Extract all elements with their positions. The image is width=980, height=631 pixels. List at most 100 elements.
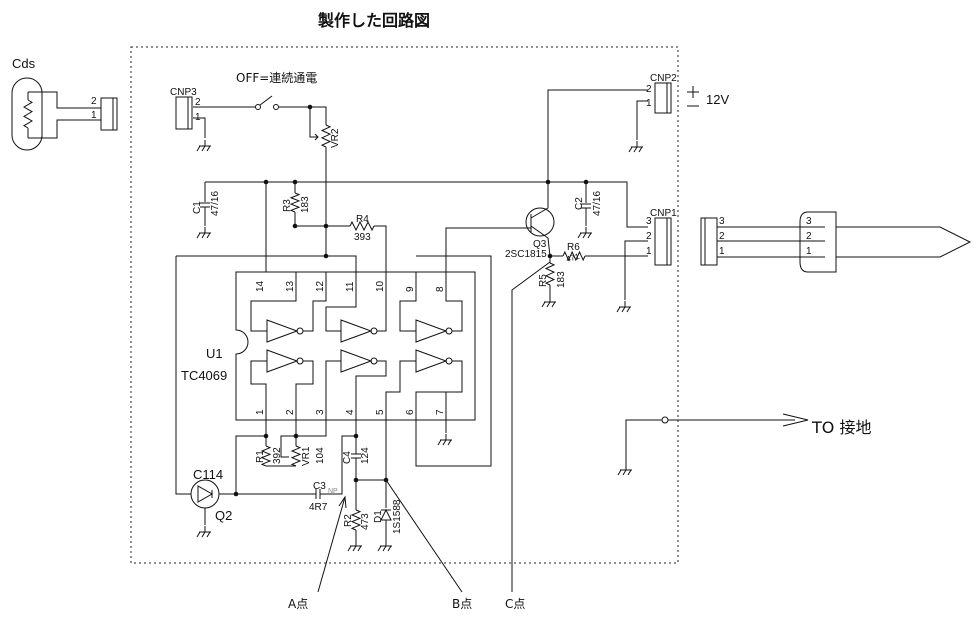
ic-pin-number: 2 — [285, 409, 296, 415]
connector-icon — [654, 217, 672, 266]
r6-label: R6 — [567, 242, 580, 253]
wire — [636, 100, 648, 140]
ic-pin-number: 1 — [255, 409, 266, 415]
cds-sensor-icon — [11, 77, 43, 151]
arrow-icon — [338, 495, 347, 509]
u1-part: TC4069 — [181, 368, 227, 383]
ic-pin-number: 5 — [375, 409, 386, 415]
wire — [530, 89, 648, 219]
wire — [415, 360, 463, 420]
ground-icon — [387, 545, 392, 552]
vr1-value: 104 — [315, 447, 326, 464]
switch-icon — [255, 104, 261, 110]
ground-icon — [617, 469, 622, 476]
ground-icon — [447, 439, 452, 446]
pin-label: 1 — [91, 110, 97, 121]
q2-label: Q2 — [215, 508, 232, 523]
wire — [28, 119, 101, 139]
ground-icon — [628, 146, 633, 153]
ground-icon — [442, 439, 447, 446]
ic-pin-number: 9 — [405, 286, 416, 292]
wire — [280, 420, 327, 458]
wire — [309, 107, 318, 138]
arrow-icon — [782, 413, 809, 427]
resistor-symbol — [23, 99, 33, 129]
vr1-label: VR1 — [301, 446, 312, 466]
ground-icon — [627, 469, 632, 476]
resistor-symbol — [562, 250, 586, 262]
ground-icon — [582, 232, 587, 239]
c4-value: 124 — [360, 447, 371, 464]
pointer-line-b — [385, 479, 463, 593]
resistor-symbol — [350, 509, 362, 531]
board-outline — [130, 46, 679, 564]
pointer-line-a — [317, 496, 346, 593]
cds-label: Cds — [12, 56, 36, 71]
d1-label: D1 — [373, 510, 384, 523]
wire — [250, 360, 267, 420]
wire — [176, 255, 357, 272]
ground-icon — [546, 301, 551, 308]
wire — [325, 272, 357, 332]
r2-label: R2 — [343, 514, 354, 527]
q3-label: Q3 — [533, 239, 547, 250]
ic-pin-number: 4 — [345, 409, 356, 415]
ic-pin-number: 8 — [435, 286, 446, 292]
wire — [250, 272, 297, 332]
switch-note: OFF=連続通電 — [236, 71, 317, 85]
r3-label: R3 — [282, 199, 293, 212]
resistor-symbol — [290, 445, 302, 467]
ground-icon — [377, 545, 382, 552]
inverter-gate-icon — [415, 349, 448, 373]
c1-label: C1 — [192, 201, 203, 214]
ground-icon — [587, 232, 592, 239]
ground-icon — [206, 531, 211, 538]
connector-icon — [700, 217, 718, 266]
pin-label: 2 — [195, 97, 201, 108]
arrow-icon — [314, 133, 319, 141]
ground-icon — [633, 146, 638, 153]
c1-value: 47/16 — [210, 191, 221, 216]
q3-part: 2SC1815 — [505, 249, 547, 260]
c3-label: C3 — [313, 481, 326, 492]
inverter-gate-icon — [340, 349, 373, 373]
r1-value: 392 — [272, 447, 283, 464]
pin-label: 3 — [806, 216, 812, 227]
q2-part: C114 — [193, 467, 223, 482]
ground-icon — [201, 232, 206, 239]
wire — [624, 240, 648, 300]
wire — [415, 255, 492, 467]
d1-part: 1S1588 — [392, 499, 403, 534]
junction-dot — [353, 433, 359, 439]
wire — [205, 181, 648, 228]
wire — [399, 272, 417, 332]
cnp3-label: CNP3 — [170, 87, 197, 98]
ic-pin-number: 13 — [285, 280, 296, 292]
r2-value: 473 — [360, 513, 371, 530]
cnp1-label: CNP1 — [650, 208, 677, 219]
ic-pin-number: 11 — [345, 281, 356, 292]
switch-icon — [259, 95, 273, 106]
voltage-label: 12V — [706, 92, 729, 107]
wire — [355, 360, 387, 420]
ground-icon — [541, 301, 546, 308]
pin-label: 2 — [646, 231, 652, 242]
c2-label: C2 — [574, 197, 585, 210]
pin-label: 1 — [806, 246, 812, 257]
resistor-symbol — [349, 220, 375, 232]
connector-icon — [100, 97, 118, 131]
resistor-symbol — [320, 124, 332, 148]
r5-label: R5 — [538, 274, 549, 287]
ground-icon — [206, 145, 211, 152]
ground-icon — [626, 306, 631, 313]
r4-label: R4 — [356, 214, 369, 225]
pin-label: 1 — [646, 98, 652, 109]
diagram-title: 製作した回路図 — [317, 11, 430, 30]
probe-icon — [836, 226, 972, 258]
wire — [279, 106, 327, 125]
resistor-symbol — [289, 192, 301, 213]
ground-icon — [196, 531, 201, 538]
wire — [385, 360, 416, 420]
u1-label: U1 — [206, 346, 223, 361]
